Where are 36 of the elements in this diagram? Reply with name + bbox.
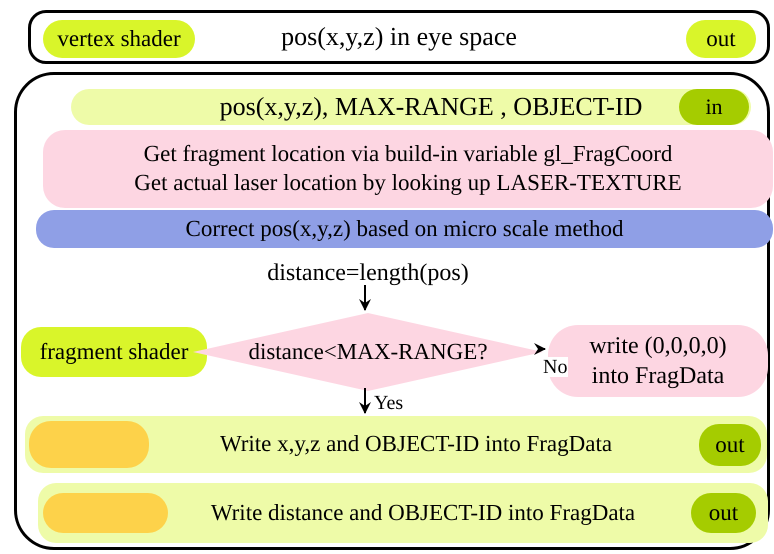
port-badge	[691, 493, 756, 533]
data-band	[25, 416, 767, 473]
panel-text: pos(x,y,z) in eye space	[281, 20, 517, 53]
arrow	[534, 343, 546, 355]
step-text: Get actual laser location by looking up LASER-TEXTURE	[134, 169, 682, 197]
process-box	[43, 130, 773, 208]
port-badge	[699, 424, 761, 466]
step-text: Get fragment location via build-in variable gl_FragCoord	[144, 140, 672, 168]
data-band	[38, 483, 768, 543]
vertex-shader-panel	[28, 10, 770, 64]
fragment-shader-panel	[14, 72, 770, 550]
band-text: Write x,y,z and OBJECT-ID into FragData	[220, 430, 612, 458]
band-text: pos(x,y,z), MAX-RANGE , OBJECT-ID	[220, 90, 642, 123]
step-text: write (0,0,0,0) into FragData	[588, 332, 728, 391]
empty-badge	[29, 421, 149, 468]
edge-label: No	[542, 357, 568, 377]
stage-badge	[43, 20, 195, 58]
port-label: out	[715, 430, 745, 459]
step-text: Correct pos(x,y,z) based on micro scale method	[186, 214, 624, 243]
decision-text: distance<MAX-RANGE?	[248, 338, 488, 366]
stage-label: fragment shader	[40, 338, 188, 366]
port-label: out	[708, 498, 738, 527]
edge-label: Yes	[373, 392, 404, 412]
stage-badge	[686, 20, 756, 58]
data-band	[71, 89, 751, 125]
empty-badge	[43, 493, 168, 533]
formula-text: distance=length(pos)	[267, 259, 469, 288]
stage-badge	[21, 327, 207, 377]
port-badge	[679, 89, 749, 125]
band-text: Write distance and OBJECT-ID into FragData	[210, 498, 636, 527]
arrow	[359, 285, 371, 311]
stage-label: out	[706, 24, 736, 53]
port-label: in	[705, 93, 723, 121]
stage-label: vertex shader	[57, 24, 181, 53]
process-box	[36, 210, 773, 248]
arrow	[359, 388, 371, 414]
